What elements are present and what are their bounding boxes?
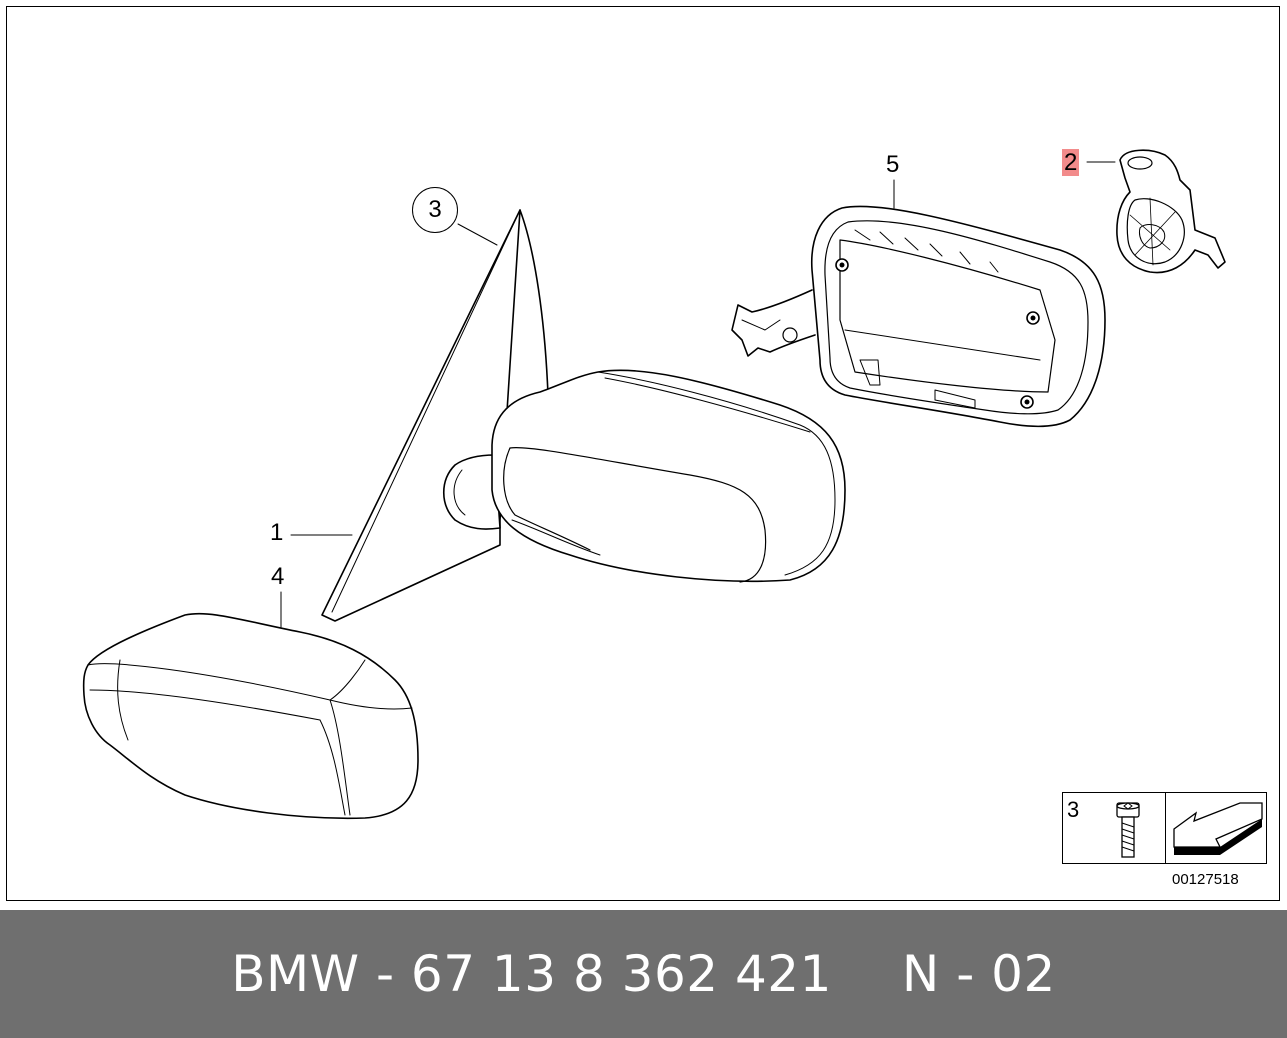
legend-screw-cell: 3: [1063, 793, 1166, 863]
callout-2-label: 2: [1062, 149, 1080, 176]
mirror-base-part: [731, 205, 1106, 428]
callout-2: 2: [1062, 149, 1080, 176]
callout-3: 3: [412, 187, 458, 233]
leader-lines: [280, 161, 1116, 628]
callout-1: 1: [270, 519, 284, 546]
diagram-number: 00127518: [1172, 871, 1239, 888]
legend-box: 3: [1062, 792, 1267, 864]
footer-variant: N - 02: [901, 945, 1056, 1003]
parts-drawing: [82, 149, 1226, 820]
callout-5: 5: [886, 151, 900, 178]
mirror-cap-part: [82, 612, 419, 820]
mirror-clip-part: [1116, 149, 1226, 274]
legend-quantity: 3: [1067, 797, 1080, 822]
callout-4: 4: [271, 563, 285, 590]
orientation-arrow-icon: [1173, 802, 1263, 855]
callout-3-label: 3: [428, 196, 442, 223]
legend-arrow-cell: [1166, 793, 1266, 863]
mirror-housing-part: [443, 369, 846, 583]
footer-bar: BMW - 67 13 8 362 421 N - 02: [0, 910, 1287, 1038]
footer-part-number: BMW - 67 13 8 362 421: [231, 945, 832, 1003]
screw-icon: [1116, 802, 1140, 858]
